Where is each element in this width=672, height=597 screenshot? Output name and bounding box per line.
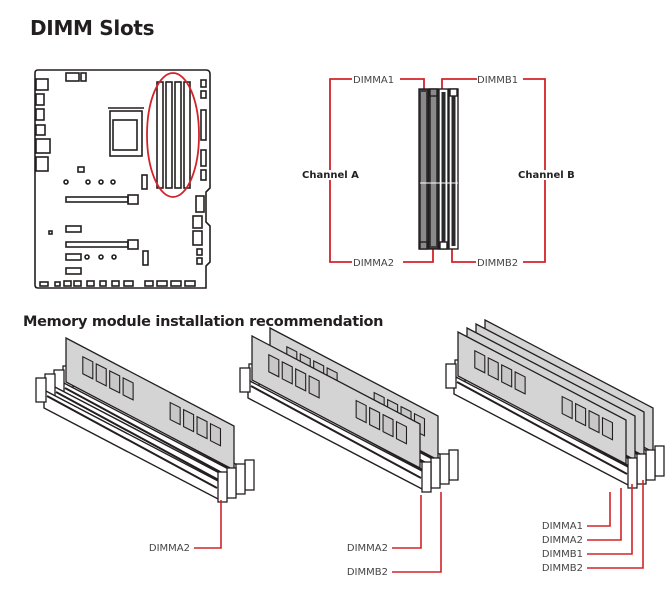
page-title: DIMM Slots — [30, 16, 155, 40]
callout-line — [587, 480, 644, 569]
socket-latch — [627, 457, 638, 489]
memory-chip — [514, 371, 526, 395]
install-slot-label: DIMMB2 — [542, 563, 583, 574]
memory-chip — [295, 367, 307, 392]
memory-chip — [588, 409, 600, 434]
socket-latch — [226, 467, 237, 499]
memory-chip — [281, 360, 293, 385]
memory-chip — [308, 375, 320, 399]
callout-line — [587, 484, 633, 555]
socket-latch — [421, 461, 432, 493]
memory-chip — [501, 363, 513, 388]
memory-chip — [122, 377, 134, 401]
socket-latch — [244, 459, 255, 491]
install-config-2-module — [239, 326, 459, 493]
install-slot-label: DIMMB2 — [347, 567, 388, 578]
socket-latch — [448, 449, 459, 481]
memory-chip — [474, 349, 486, 374]
channel-a-label: Channel A — [302, 170, 359, 181]
memory-chip — [109, 369, 121, 394]
callout-line — [194, 500, 222, 549]
memory-module — [251, 334, 421, 470]
memory-chip — [369, 406, 381, 431]
memory-chip — [487, 356, 499, 381]
dimm-label-a1: DIMMA1 — [353, 75, 394, 86]
socket-latch — [636, 453, 647, 485]
callout-line — [392, 495, 422, 549]
socket-latch — [445, 363, 457, 389]
memory-chip — [268, 353, 280, 378]
install-slot-label: DIMMA2 — [542, 535, 583, 546]
socket-latch — [654, 445, 665, 477]
memory-chip — [382, 413, 394, 438]
memory-module — [457, 330, 627, 466]
socket-latch — [217, 471, 228, 503]
install-slot-label: DIMMA2 — [347, 543, 388, 554]
install-slot-label: DIMMB1 — [542, 549, 583, 560]
socket-latch — [239, 367, 251, 393]
dimm-highlight-ellipse — [146, 72, 200, 198]
dimm-label-a2: DIMMA2 — [353, 258, 394, 269]
socket-latch — [645, 449, 656, 481]
memory-chip — [196, 415, 208, 440]
socket-latch — [439, 453, 450, 485]
callout-line — [587, 492, 611, 527]
install-slot-label: DIMMA2 — [149, 543, 190, 554]
memory-chip — [575, 402, 587, 427]
memory-chip — [561, 395, 573, 420]
dimm-label-b2: DIMMB2 — [477, 258, 518, 269]
channel-b-label: Channel B — [518, 170, 575, 181]
install-config-4-module — [445, 318, 665, 489]
callout-line — [587, 488, 622, 541]
install-config-1-module — [35, 336, 255, 503]
recommendation-title: Memory module installation recommendatio… — [23, 314, 384, 330]
memory-chip — [82, 355, 94, 380]
memory-chip — [169, 401, 181, 426]
memory-chip — [395, 420, 408, 445]
socket-latch — [235, 463, 246, 495]
memory-chip — [601, 416, 614, 441]
memory-chip — [209, 422, 222, 447]
socket-latch — [35, 377, 47, 403]
dimm-label-b1: DIMMB1 — [477, 75, 518, 86]
memory-chip — [355, 399, 367, 424]
memory-chip — [95, 362, 107, 387]
callout-line — [392, 492, 442, 573]
socket-latch — [430, 457, 441, 489]
board-outline — [34, 69, 211, 289]
memory-chip — [183, 408, 195, 433]
install-slot-label: DIMMA1 — [542, 521, 583, 532]
